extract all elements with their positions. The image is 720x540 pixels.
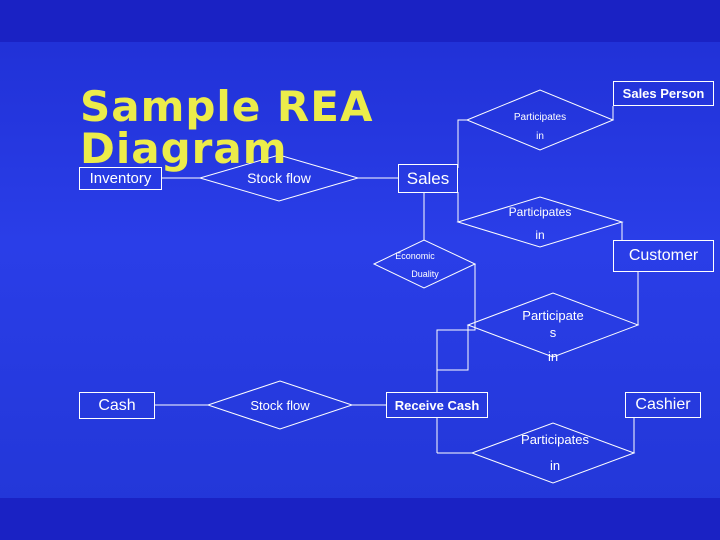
label-participates-customer-1: Participates bbox=[508, 205, 572, 219]
label-participates-cashier-1: Participates bbox=[521, 432, 589, 447]
entity-customer: Customer bbox=[613, 240, 714, 272]
entity-cash: Cash bbox=[79, 392, 155, 419]
label-stock-flow-top: Stock flow bbox=[247, 170, 311, 186]
line-sales-participates-salesperson bbox=[457, 119, 467, 168]
top-band bbox=[0, 0, 720, 42]
page-title: Sample REA Diagram bbox=[80, 86, 373, 170]
label-stock-flow-bottom: Stock flow bbox=[250, 398, 310, 413]
title-line-2: Diagram bbox=[80, 124, 288, 173]
line-duality-receive-cash bbox=[436, 264, 476, 392]
entity-sales-person: Sales Person bbox=[613, 81, 714, 106]
entity-sales: Sales bbox=[398, 164, 458, 193]
title-line-1: Sample REA bbox=[80, 82, 374, 131]
diamond-economic-duality bbox=[372, 239, 477, 289]
entity-cashier: Cashier bbox=[625, 392, 701, 418]
entity-receive-cash: Receive Cash bbox=[386, 392, 488, 418]
label-participates-receive-cash-2: s bbox=[549, 325, 557, 340]
label-participates-customer-2: in bbox=[535, 228, 545, 242]
label-participates-receive-cash-1: Participate bbox=[522, 308, 584, 323]
label-participates-receive-cash-3: in bbox=[547, 349, 559, 364]
label-participates-cashier-2: in bbox=[549, 458, 561, 473]
label-participates-sales-person-1: Participates bbox=[513, 112, 567, 123]
line-participates-receivecash bbox=[437, 325, 469, 371]
bottom-band bbox=[0, 498, 720, 540]
label-participates-sales-person-2: in bbox=[536, 131, 544, 142]
label-economic-duality-2: Duality bbox=[411, 269, 439, 279]
entity-inventory: Inventory bbox=[79, 167, 162, 190]
label-economic-duality-1: Economic bbox=[395, 251, 435, 261]
